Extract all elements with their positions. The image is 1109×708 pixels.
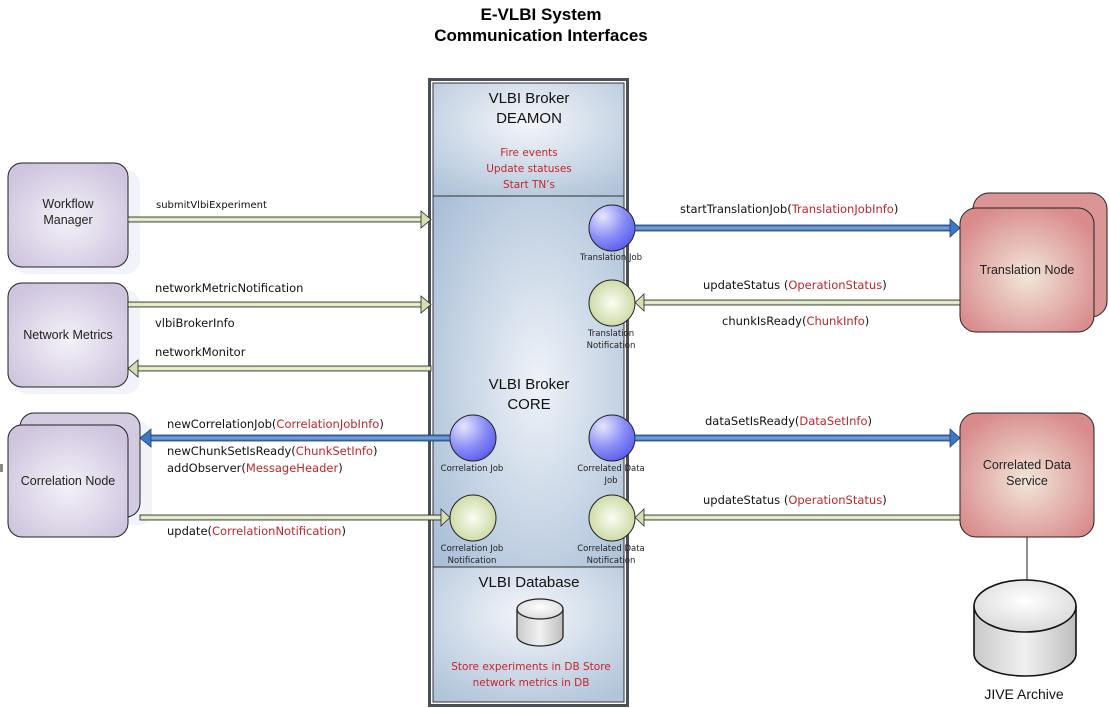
- arrow-data-set-is-ready: [634, 428, 961, 448]
- msg-submit-vlbi-experiment: submitVlbiExperiment: [156, 200, 267, 211]
- correlation-node-box[interactable]: Correlation Node: [7, 412, 152, 538]
- correlation-job-caption: Correlation Job: [441, 464, 504, 474]
- edge-marker: [0, 464, 3, 472]
- translation-job-node[interactable]: Translation Job: [579, 204, 642, 263]
- msg-new-chunk-set-is-ready: newChunkSetIsReady(ChunkSetInfo): [167, 444, 378, 458]
- arrow-network-monitor: [127, 359, 432, 378]
- jive-archive-label: JIVE Archive: [984, 686, 1064, 702]
- msg-data-set-is-ready: dataSetIsReady(DataSetInfo): [705, 414, 872, 428]
- arrow-network-metric-notification: [127, 295, 432, 314]
- correlated-data-service-label-2: Service: [1006, 474, 1048, 488]
- correlated-data-job-caption-1: Correlated Data: [577, 464, 645, 474]
- correlated-data-job-caption-2: Job: [603, 476, 617, 486]
- diagram-title-line1: E-VLBI System: [481, 5, 602, 24]
- arrow-start-translation-job: [634, 218, 961, 238]
- database-note-1: Store experiments in DB Store: [451, 661, 611, 673]
- database-title: VLBI Database: [479, 574, 580, 591]
- msg-new-correlation-job: newCorrelationJob(CorrelationJobInfo): [167, 417, 384, 431]
- workflow-manager-label-2: Manager: [43, 213, 92, 227]
- translation-job-caption: Translation Job: [579, 253, 642, 263]
- deamon-note-1: Fire events: [500, 147, 557, 159]
- msg-start-translation-job: startTranslationJob(TranslationJobInfo): [680, 202, 898, 216]
- arrow-update-status-translation: [634, 293, 961, 312]
- msg-update-status-correlated: updateStatus (OperationStatus): [703, 493, 887, 507]
- correlated-data-service-label-1: Correlated Data: [983, 458, 1071, 472]
- translation-node-label: Translation Node: [980, 263, 1075, 277]
- correlation-job-notification-caption-2: Notification: [448, 556, 497, 566]
- correlation-job-notification-caption-1: Correlation Job: [441, 544, 504, 554]
- deamon-section: [432, 82, 625, 197]
- deamon-title-2: DEAMON: [496, 110, 562, 127]
- network-metrics-label: Network Metrics: [23, 328, 113, 342]
- database-icon: [516, 598, 564, 647]
- translation-notification-caption-2: Notification: [587, 341, 636, 351]
- translation-node-box[interactable]: Translation Node: [959, 192, 1108, 333]
- arrow-update: [139, 508, 451, 527]
- arrow-new-correlation-job: [139, 428, 451, 448]
- msg-network-metric-notification: networkMetricNotification: [155, 281, 303, 295]
- msg-chunk-is-ready: chunkIsReady(ChunkInfo): [722, 314, 869, 328]
- msg-update: update(CorrelationNotification): [167, 524, 346, 538]
- deamon-title-1: VLBI Broker: [489, 90, 570, 107]
- arrow-update-status-correlated: [634, 508, 961, 527]
- core-title-1: VLBI Broker: [489, 376, 570, 393]
- network-metrics-box[interactable]: Network Metrics: [7, 282, 140, 394]
- msg-network-monitor: networkMonitor: [155, 345, 246, 359]
- correlated-data-service-box[interactable]: Correlated Data Service: [959, 412, 1095, 538]
- database-note-2: network metrics in DB: [473, 677, 590, 689]
- correlated-data-notification-caption-2: Notification: [587, 556, 636, 566]
- deamon-note-3: Start TN’s: [503, 179, 555, 191]
- diagram-title-line2: Communication Interfaces: [434, 26, 648, 45]
- translation-notification-caption-1: Translation: [587, 329, 634, 339]
- jive-archive-icon[interactable]: [973, 579, 1077, 677]
- msg-add-observer: addObserver(MessageHeader): [167, 461, 343, 475]
- msg-vlbi-broker-info: vlbiBrokerInfo: [155, 316, 235, 330]
- workflow-manager-label-1: Workflow: [42, 197, 94, 211]
- translation-notification-node[interactable]: Translation Notification: [587, 279, 636, 351]
- deamon-note-2: Update statuses: [486, 163, 572, 175]
- core-title-2: CORE: [507, 396, 550, 413]
- correlation-node-label: Correlation Node: [21, 474, 116, 488]
- msg-update-status-translation: updateStatus (OperationStatus): [703, 278, 887, 292]
- correlated-data-notification-caption-1: Correlated Data: [577, 544, 645, 554]
- arrow-submit-vlbi-experiment: [127, 210, 432, 229]
- workflow-manager-box[interactable]: Workflow Manager: [7, 162, 140, 274]
